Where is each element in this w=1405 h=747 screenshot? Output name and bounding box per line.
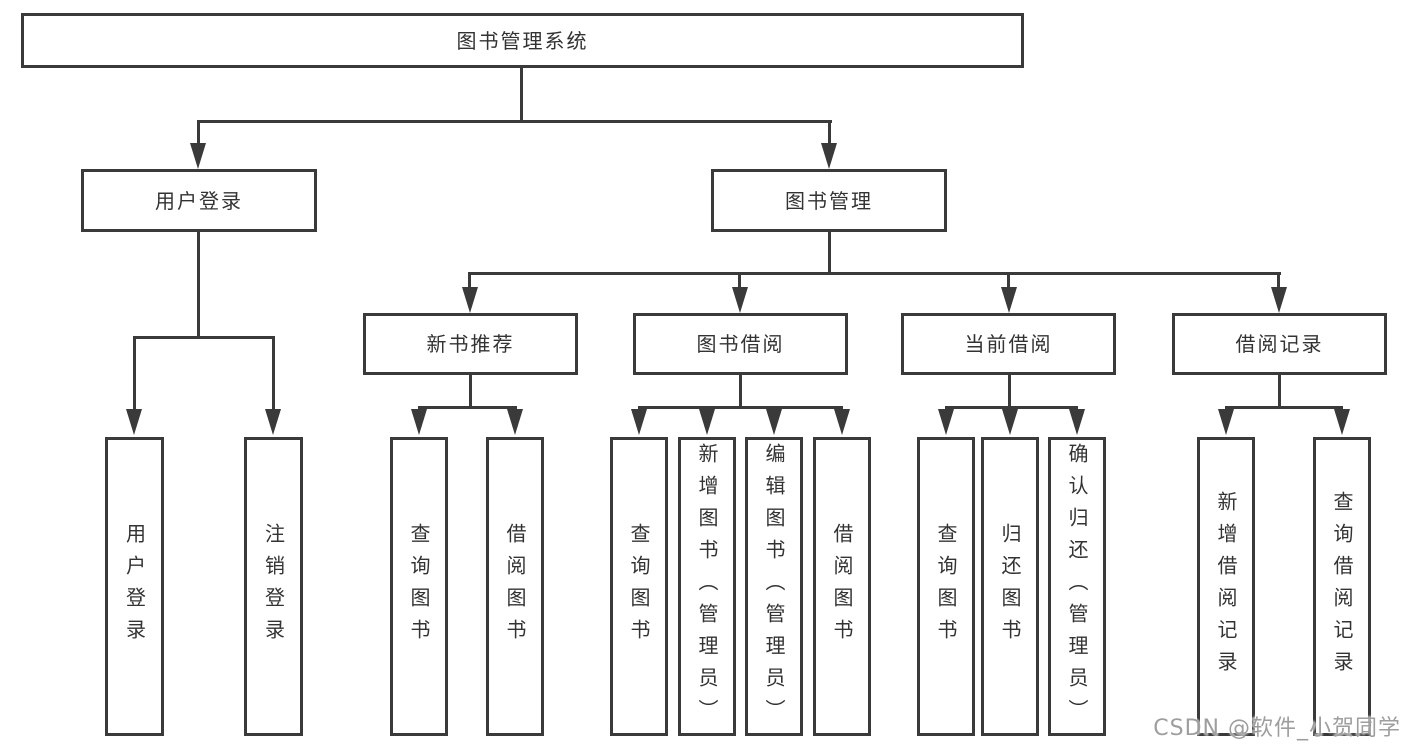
node-book-borrow: 图书借阅 — [633, 313, 848, 375]
node-logout: 注销登录 — [244, 437, 303, 736]
node-book-mgmt: 图书管理 — [711, 169, 947, 232]
node-rec-query-book: 查询图书 — [390, 437, 448, 736]
arrow-down-icon — [1002, 409, 1018, 435]
node-br-query-record: 查询借阅记录 — [1313, 437, 1371, 736]
node-rec-borrow-book: 借阅图书 — [486, 437, 544, 736]
connector-drop-book-mgmt — [828, 120, 831, 146]
connector-book-borrow-stem — [739, 375, 742, 408]
connector-drop-logout — [272, 336, 275, 410]
node-bb-borrow-book: 借阅图书 — [813, 437, 871, 736]
arrow-down-icon — [766, 409, 782, 435]
node-borrow-records: 借阅记录 — [1172, 313, 1387, 375]
connector-borrow-records-split — [1225, 406, 1343, 409]
node-bb-edit-book: 编辑图书（管理员） — [745, 437, 803, 736]
connector-drop-new-book-rec — [468, 272, 471, 289]
connector-book-mgmt-split — [468, 272, 1281, 275]
node-cb-return-book: 归还图书 — [981, 437, 1039, 736]
connector-drop-user-login — [197, 120, 200, 146]
connector-drop-borrow-records — [1277, 272, 1280, 289]
connector-drop-login — [133, 336, 136, 410]
arrow-down-icon — [732, 287, 748, 313]
arrow-down-icon — [1271, 287, 1287, 313]
connector-new-book-rec-split — [418, 406, 517, 409]
node-cb-confirm-return: 确认归还（管理员） — [1048, 437, 1106, 736]
arrow-down-icon — [507, 409, 523, 435]
node-current-borrow: 当前借阅 — [901, 313, 1116, 375]
arrow-down-icon — [190, 143, 206, 169]
watermark: CSDN @软件_小贺同学 — [1153, 716, 1401, 741]
arrow-down-icon — [1001, 287, 1017, 313]
arrow-down-icon — [938, 409, 954, 435]
connector-root-split — [197, 120, 832, 123]
node-root: 图书管理系统 — [21, 13, 1024, 68]
connector-current-borrow-stem — [1008, 375, 1011, 408]
arrow-down-icon — [699, 409, 715, 435]
arrow-down-icon — [411, 409, 427, 435]
arrow-down-icon — [1334, 409, 1350, 435]
node-bb-query-book: 查询图书 — [610, 437, 668, 736]
connector-current-borrow-split — [945, 406, 1078, 409]
node-new-book-rec: 新书推荐 — [363, 313, 578, 375]
arrow-down-icon — [462, 287, 478, 313]
connector-drop-current-borrow — [1007, 272, 1010, 289]
connector-book-mgmt-stem — [828, 232, 831, 274]
arrow-down-icon — [265, 409, 281, 435]
arrow-down-icon — [1218, 409, 1234, 435]
arrow-down-icon — [834, 409, 850, 435]
arrow-down-icon — [126, 409, 142, 435]
node-br-add-record: 新增借阅记录 — [1197, 437, 1255, 736]
node-user-login: 用户登录 — [81, 169, 317, 232]
connector-book-borrow-split — [638, 406, 843, 409]
arrow-down-icon — [631, 409, 647, 435]
connector-new-book-rec-stem — [469, 375, 472, 408]
connector-root-stem — [520, 67, 523, 122]
node-bb-add-book: 新增图书（管理员） — [678, 437, 736, 736]
node-login: 用户登录 — [105, 437, 164, 736]
connector-user-login-stem — [197, 232, 200, 338]
node-cb-query-book: 查询图书 — [917, 437, 975, 736]
connector-borrow-records-stem — [1278, 375, 1281, 408]
connector-user-login-split — [133, 336, 274, 339]
arrow-down-icon — [1069, 409, 1085, 435]
connector-drop-book-borrow — [738, 272, 741, 289]
arrow-down-icon — [821, 143, 837, 169]
